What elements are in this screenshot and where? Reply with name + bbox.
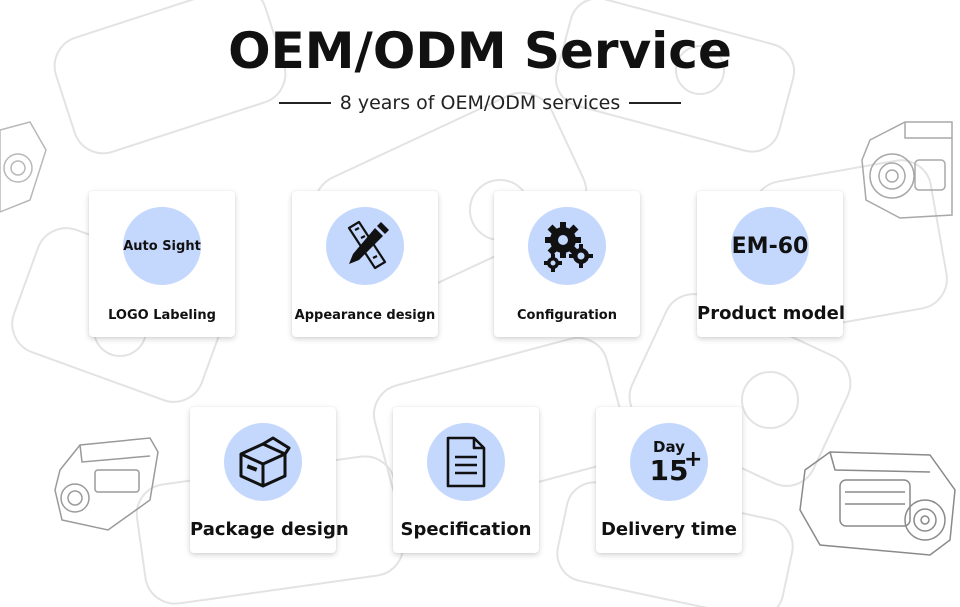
box-icon <box>239 436 291 488</box>
page-title: OEM/ODM Service <box>228 22 732 80</box>
card-label-package-design: Package design <box>190 519 349 540</box>
card-specification: Specification <box>393 407 539 553</box>
product-model-circle: EM-60 <box>731 207 809 285</box>
pencil-ruler-icon <box>347 220 389 270</box>
card-delivery-time: Day 15+ Delivery time <box>596 407 742 553</box>
appearance-circle <box>326 207 404 285</box>
subtitle-left-rule <box>278 102 331 104</box>
card-label-product-model: Product model <box>697 303 846 324</box>
subtitle-row: 8 years of OEM/ODM services <box>0 88 960 118</box>
specification-circle <box>427 423 505 501</box>
gears-icon <box>544 222 593 272</box>
card-label-logo-labeling: LOGO Labeling <box>108 308 216 323</box>
configuration-circle <box>528 207 606 285</box>
logo-brand-text: Auto Sight <box>123 238 201 254</box>
delivery-circle: Day 15+ <box>630 423 708 501</box>
subtitle-right-rule <box>629 102 682 104</box>
logo-circle: Auto Sight <box>123 207 201 285</box>
card-label-delivery-time: Delivery time <box>600 519 738 540</box>
delivery-days-badge: Day 15+ <box>649 437 703 487</box>
card-product-model: EM-60 Product model <box>697 191 846 337</box>
day-number-wrap: 15+ <box>649 448 703 487</box>
day-word: Day <box>653 437 685 456</box>
model-number-text: EM-60 <box>731 233 809 259</box>
day-plus: + <box>684 446 703 472</box>
card-package-design: Package design <box>190 407 349 553</box>
package-circle <box>224 423 302 501</box>
document-icon <box>446 436 486 488</box>
card-label-specification: Specification <box>400 519 532 540</box>
card-appearance-design: Appearance design <box>292 191 438 337</box>
card-logo-labeling: Auto Sight LOGO Labeling <box>89 191 235 337</box>
page-subtitle: 8 years of OEM/ODM services <box>339 92 621 114</box>
day-number: 15 <box>649 453 689 487</box>
card-configuration: Configuration <box>494 191 640 337</box>
card-label-configuration: Configuration <box>517 308 617 323</box>
card-label-appearance-design: Appearance design <box>294 308 436 323</box>
